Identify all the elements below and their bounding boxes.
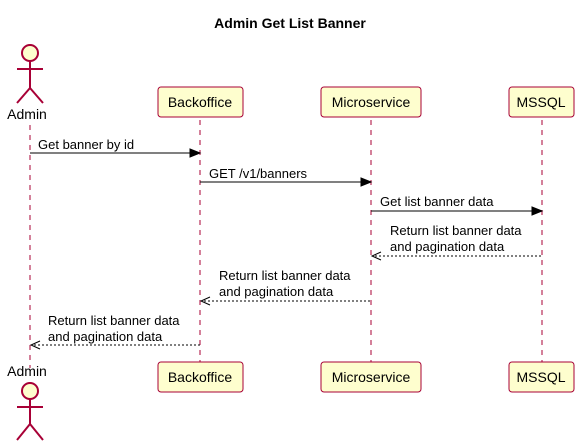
participant-microservice-label: Microservice — [332, 94, 411, 110]
message-1: Get banner by id — [30, 137, 202, 158]
message-6-label-line-1: Return list banner data — [48, 313, 180, 328]
message-4: Return list banner data and pagination d… — [370, 223, 542, 261]
participant-backoffice-bottom: Backoffice — [157, 361, 244, 393]
message-6-label-line-2: and pagination data — [48, 329, 163, 344]
arrowhead-open — [370, 251, 382, 261]
arrowhead — [360, 177, 373, 187]
arrowhead-open — [29, 340, 41, 350]
message-4-label-line-2: and pagination data — [390, 239, 505, 254]
message-3: Get list banner data — [371, 194, 544, 216]
message-6: Return list banner data and pagination d… — [29, 313, 200, 350]
participant-mssql-top: MSSQL — [508, 86, 575, 118]
participant-mssql-label: MSSQL — [516, 369, 565, 385]
arrowhead — [189, 148, 202, 158]
message-4-label-line-1: Return list banner data — [390, 223, 522, 238]
arrowhead — [531, 206, 544, 216]
actor-admin-label-bottom: Admin — [7, 363, 47, 379]
arrowhead-open — [199, 296, 211, 306]
message-3-label: Get list banner data — [380, 194, 494, 209]
actor-admin-label-top: Admin — [7, 106, 47, 122]
participant-backoffice-top: Backoffice — [157, 86, 244, 118]
actor-icon — [16, 382, 44, 441]
actor-admin-top: Admin — [7, 44, 47, 122]
participant-microservice-bottom: Microservice — [320, 361, 422, 393]
message-2-label: GET /v1/banners — [209, 166, 308, 181]
message-1-label: Get banner by id — [38, 137, 134, 152]
message-5-label-line-2: and pagination data — [219, 284, 334, 299]
participant-mssql-bottom: MSSQL — [508, 361, 575, 393]
actor-admin-bottom: Admin — [7, 363, 47, 441]
participant-mssql-label: MSSQL — [516, 94, 565, 110]
participant-microservice-label: Microservice — [332, 369, 411, 385]
participant-backoffice-label: Backoffice — [168, 94, 233, 110]
actor-icon — [16, 44, 44, 104]
message-5: Return list banner data and pagination d… — [199, 268, 371, 306]
message-2: GET /v1/banners — [200, 166, 373, 187]
diagram-title: Admin Get List Banner — [214, 15, 366, 31]
message-5-label-line-1: Return list banner data — [219, 268, 351, 283]
participant-microservice-top: Microservice — [320, 86, 422, 118]
participant-backoffice-label: Backoffice — [168, 369, 233, 385]
